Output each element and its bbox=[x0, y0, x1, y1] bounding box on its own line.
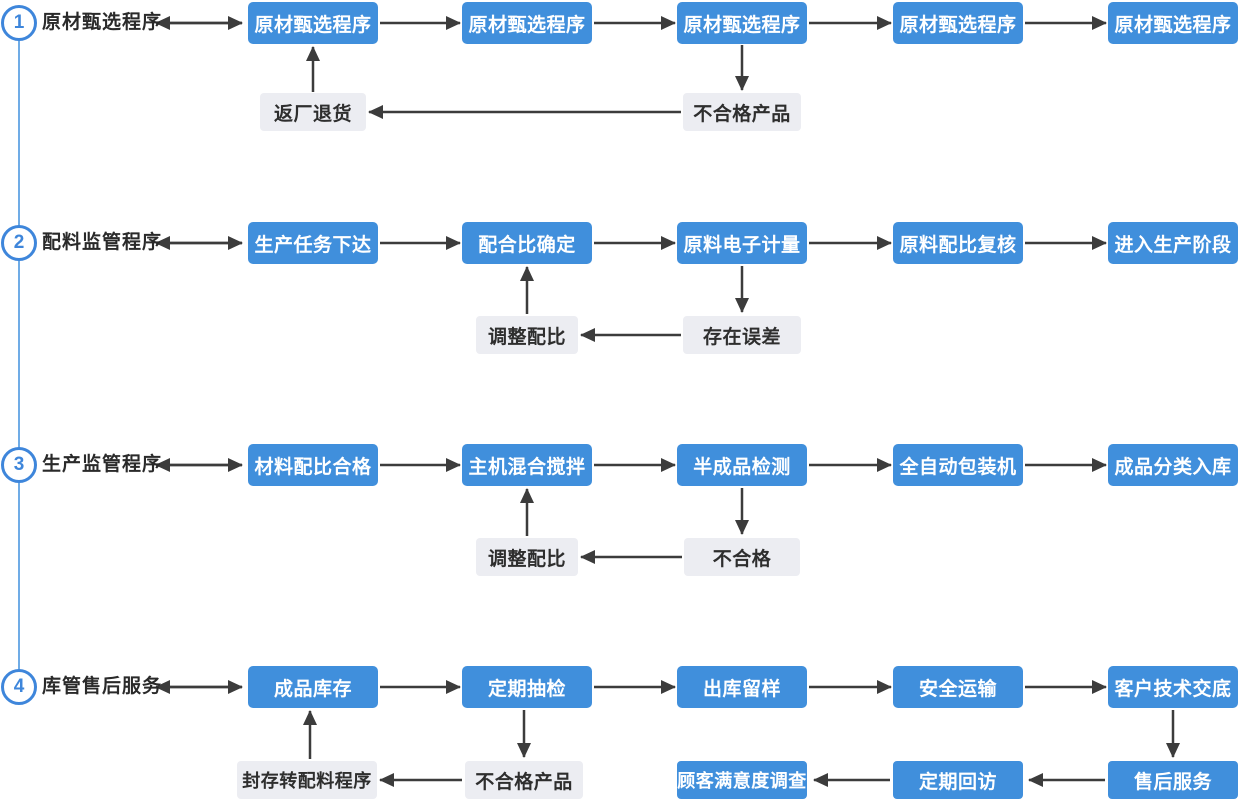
step-badge-3: 3 bbox=[1, 447, 37, 483]
feedback-box-r2-1: 调整配比 bbox=[476, 316, 578, 354]
flow-node-r1-5: 原材甄选程序 bbox=[1108, 2, 1238, 44]
flow-node-r2-5: 进入生产阶段 bbox=[1108, 222, 1238, 264]
feedback-box-r4-4: 定期回访 bbox=[893, 761, 1023, 799]
flow-node-r2-4: 原料配比复核 bbox=[893, 222, 1023, 264]
row-label-3: 生产监管程序 bbox=[42, 454, 163, 475]
feedback-box-r4-5: 售后服务 bbox=[1108, 761, 1238, 799]
flow-node-r3-1: 材料配比合格 bbox=[248, 444, 378, 486]
flow-node-r2-2: 配合比确定 bbox=[462, 222, 592, 264]
feedback-box-r3-2: 不合格 bbox=[684, 538, 800, 576]
flow-node-r4-1: 成品库存 bbox=[248, 666, 378, 708]
feedback-box-r1-2: 不合格产品 bbox=[683, 93, 801, 131]
step-badge-1: 1 bbox=[1, 5, 37, 41]
row-label-1: 原材甄选程序 bbox=[42, 12, 163, 33]
flow-node-r4-3: 出库留样 bbox=[677, 666, 807, 708]
row-label-4: 库管售后服务 bbox=[42, 676, 163, 697]
row-label-2: 配料监管程序 bbox=[42, 232, 163, 253]
flow-node-r1-4: 原材甄选程序 bbox=[893, 2, 1023, 44]
flow-node-r2-3: 原料电子计量 bbox=[677, 222, 807, 264]
flow-node-r4-2: 定期抽检 bbox=[462, 666, 592, 708]
step-badge-2: 2 bbox=[1, 225, 37, 261]
feedback-box-r2-2: 存在误差 bbox=[683, 316, 801, 354]
flow-node-r2-1: 生产任务下达 bbox=[248, 222, 378, 264]
flow-node-r1-2: 原材甄选程序 bbox=[462, 2, 592, 44]
flow-node-r3-4: 全自动包装机 bbox=[893, 444, 1023, 486]
flow-node-r1-1: 原材甄选程序 bbox=[248, 2, 378, 44]
flow-node-r3-2: 主机混合搅拌 bbox=[462, 444, 592, 486]
flow-node-r3-3: 半成品检测 bbox=[677, 444, 807, 486]
feedback-box-r4-1: 封存转配料程序 bbox=[237, 761, 377, 799]
flow-node-r3-5: 成品分类入库 bbox=[1108, 444, 1238, 486]
flow-node-r4-4: 安全运输 bbox=[893, 666, 1023, 708]
feedback-box-r3-1: 调整配比 bbox=[476, 538, 578, 576]
flow-node-r4-5: 客户技术交底 bbox=[1108, 666, 1238, 708]
feedback-box-r4-3: 顾客满意度调查 bbox=[677, 761, 807, 799]
flow-node-r1-3: 原材甄选程序 bbox=[677, 2, 807, 44]
feedback-box-r4-2: 不合格产品 bbox=[465, 761, 583, 799]
feedback-box-r1-1: 返厂退货 bbox=[260, 93, 366, 131]
step-badge-4: 4 bbox=[1, 669, 37, 705]
